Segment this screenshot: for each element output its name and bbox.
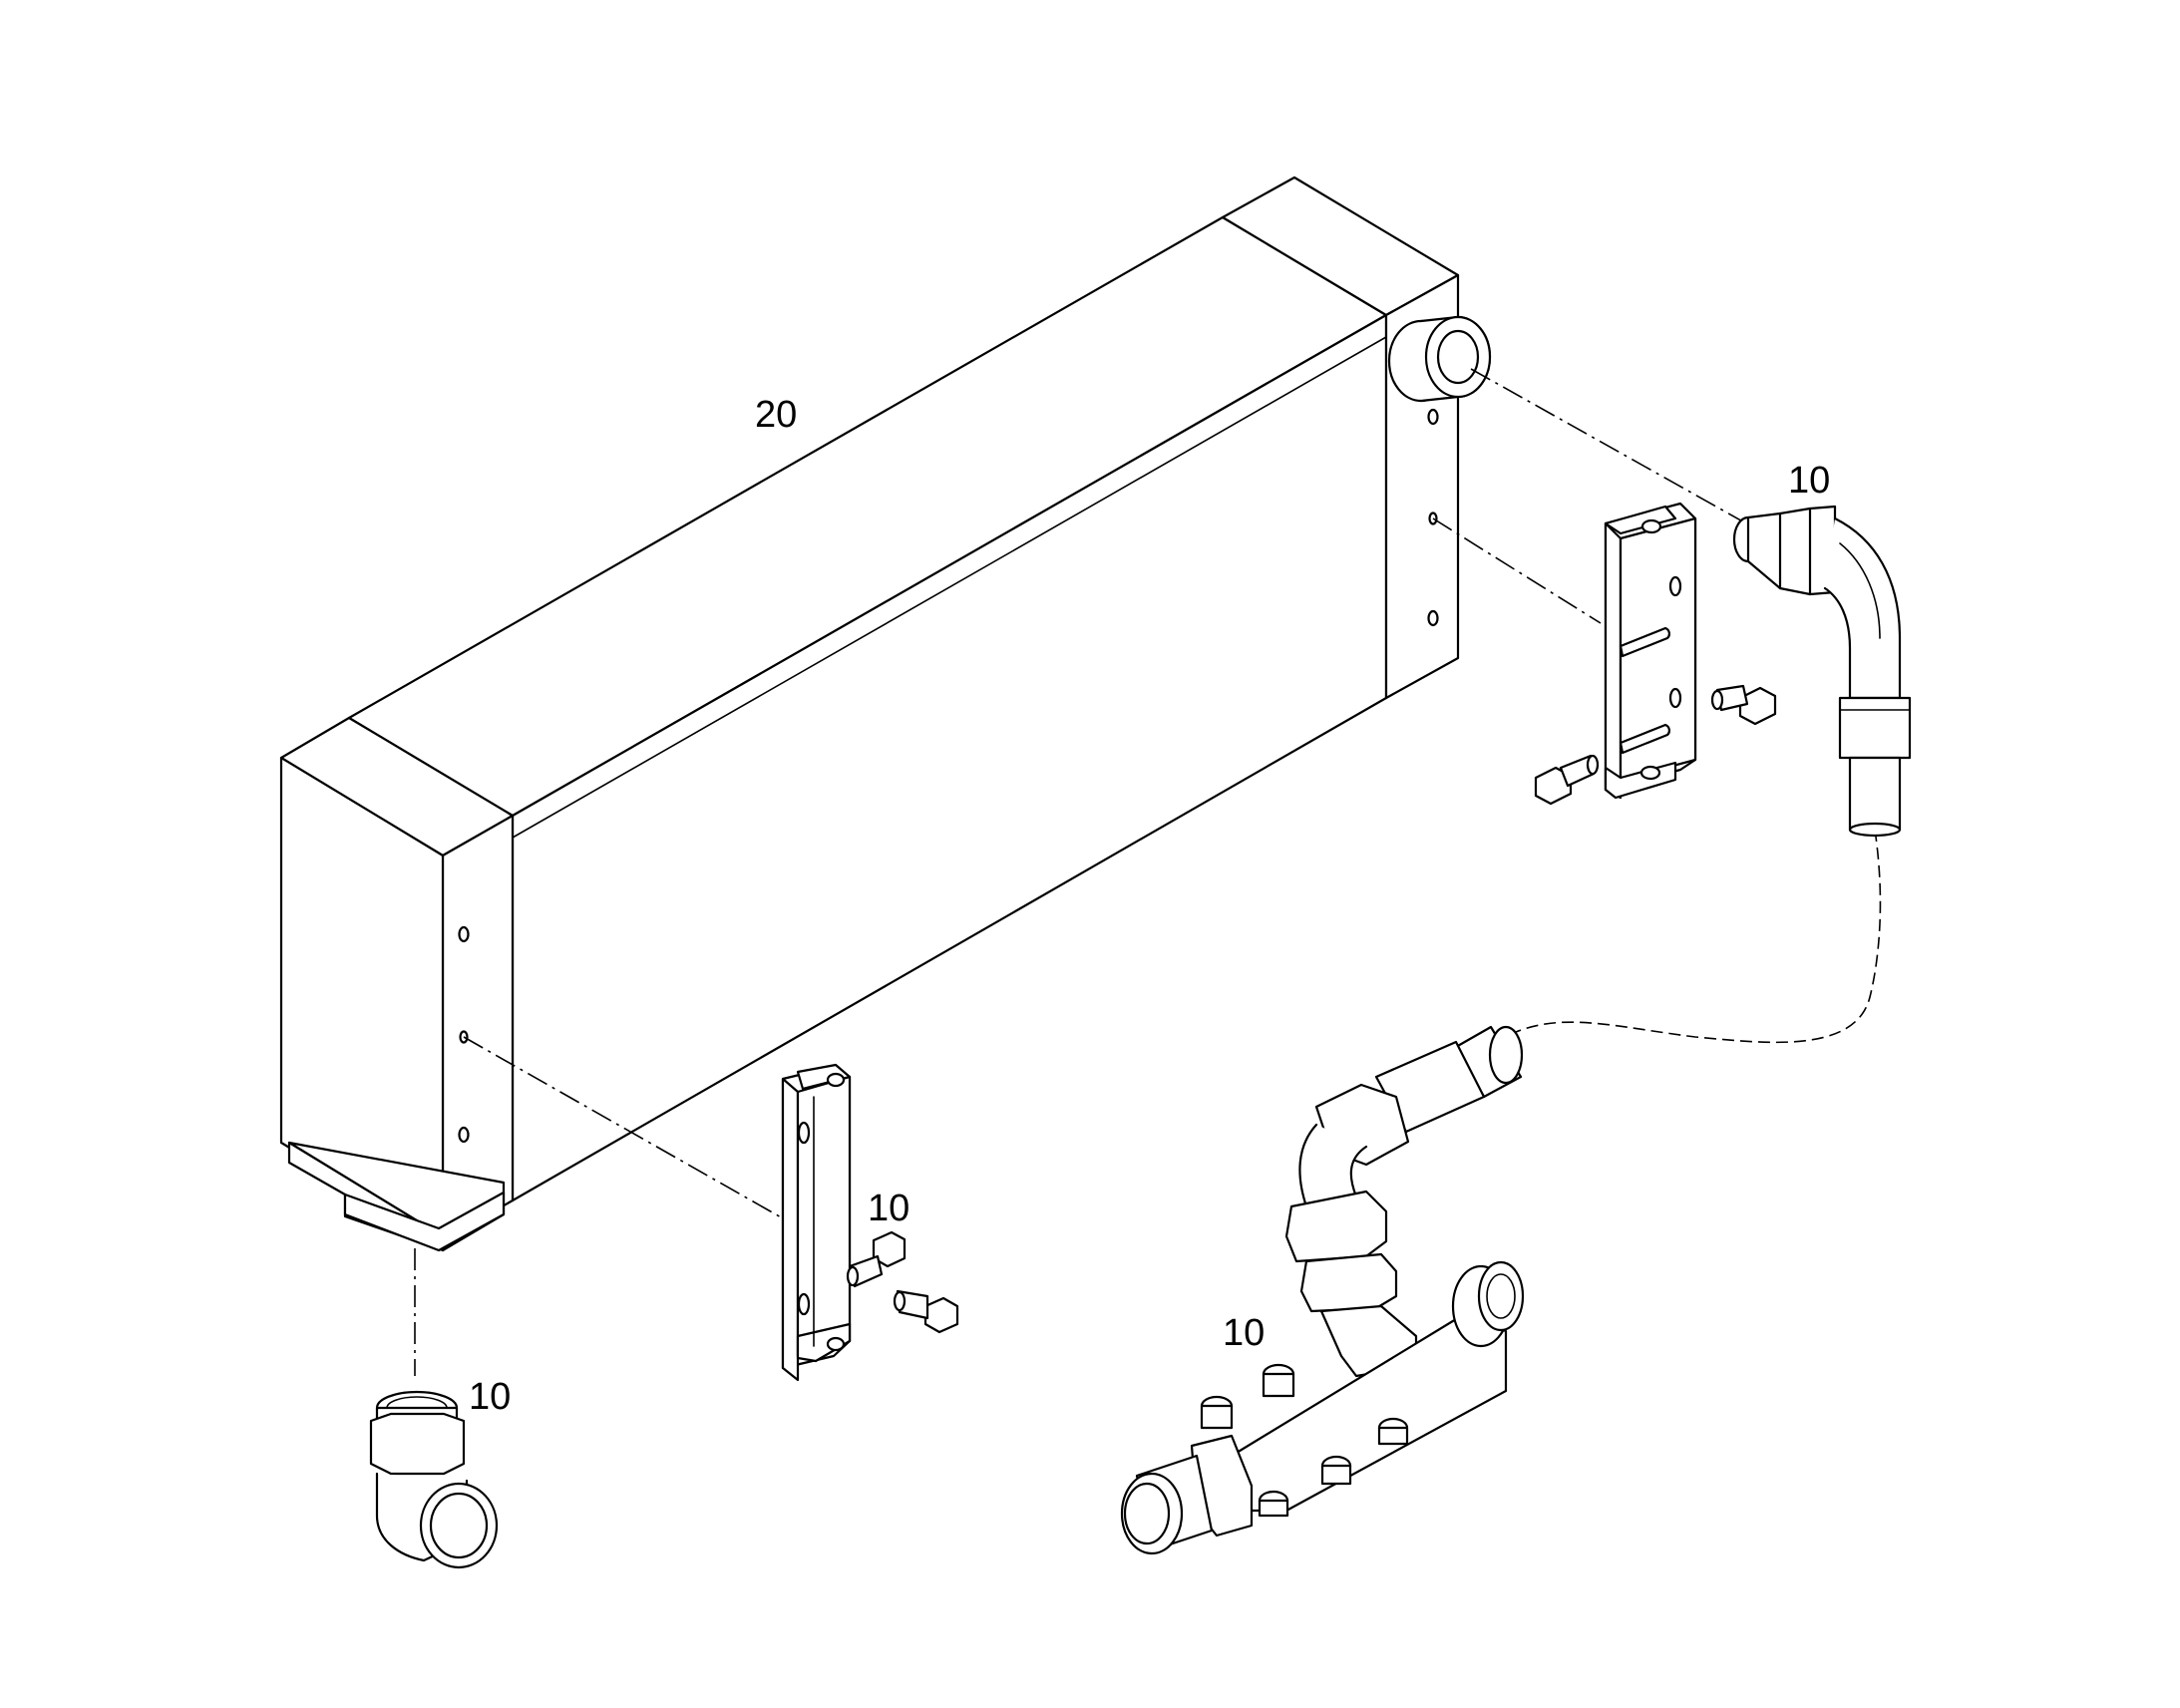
upper-elbow-hose bbox=[1732, 505, 1912, 838]
radiator-core bbox=[279, 175, 1492, 1252]
callout-radiator: 20 bbox=[755, 394, 797, 436]
lower-elbow-fitting bbox=[369, 1390, 499, 1569]
upper-bolt-right bbox=[1710, 684, 1777, 726]
alignment-lines bbox=[414, 368, 1882, 1376]
callout-lower-elbow-fitting: 10 bbox=[469, 1376, 511, 1418]
manifold-assembly bbox=[1120, 1025, 1525, 1555]
callout-manifold: 10 bbox=[1223, 1312, 1265, 1354]
callout-labels: 20 10 10 10 10 bbox=[469, 394, 1830, 1418]
lower-bolt-upper bbox=[846, 1230, 907, 1288]
callout-lower-bracket-bolts: 10 bbox=[868, 1188, 909, 1229]
upper-mounting-bracket bbox=[1604, 502, 1697, 800]
lower-bolt-lower bbox=[893, 1289, 959, 1334]
lower-mounting-bracket bbox=[781, 1063, 852, 1382]
callout-upper-elbow-hose: 10 bbox=[1788, 460, 1830, 502]
upper-bolt-left bbox=[1534, 754, 1600, 806]
